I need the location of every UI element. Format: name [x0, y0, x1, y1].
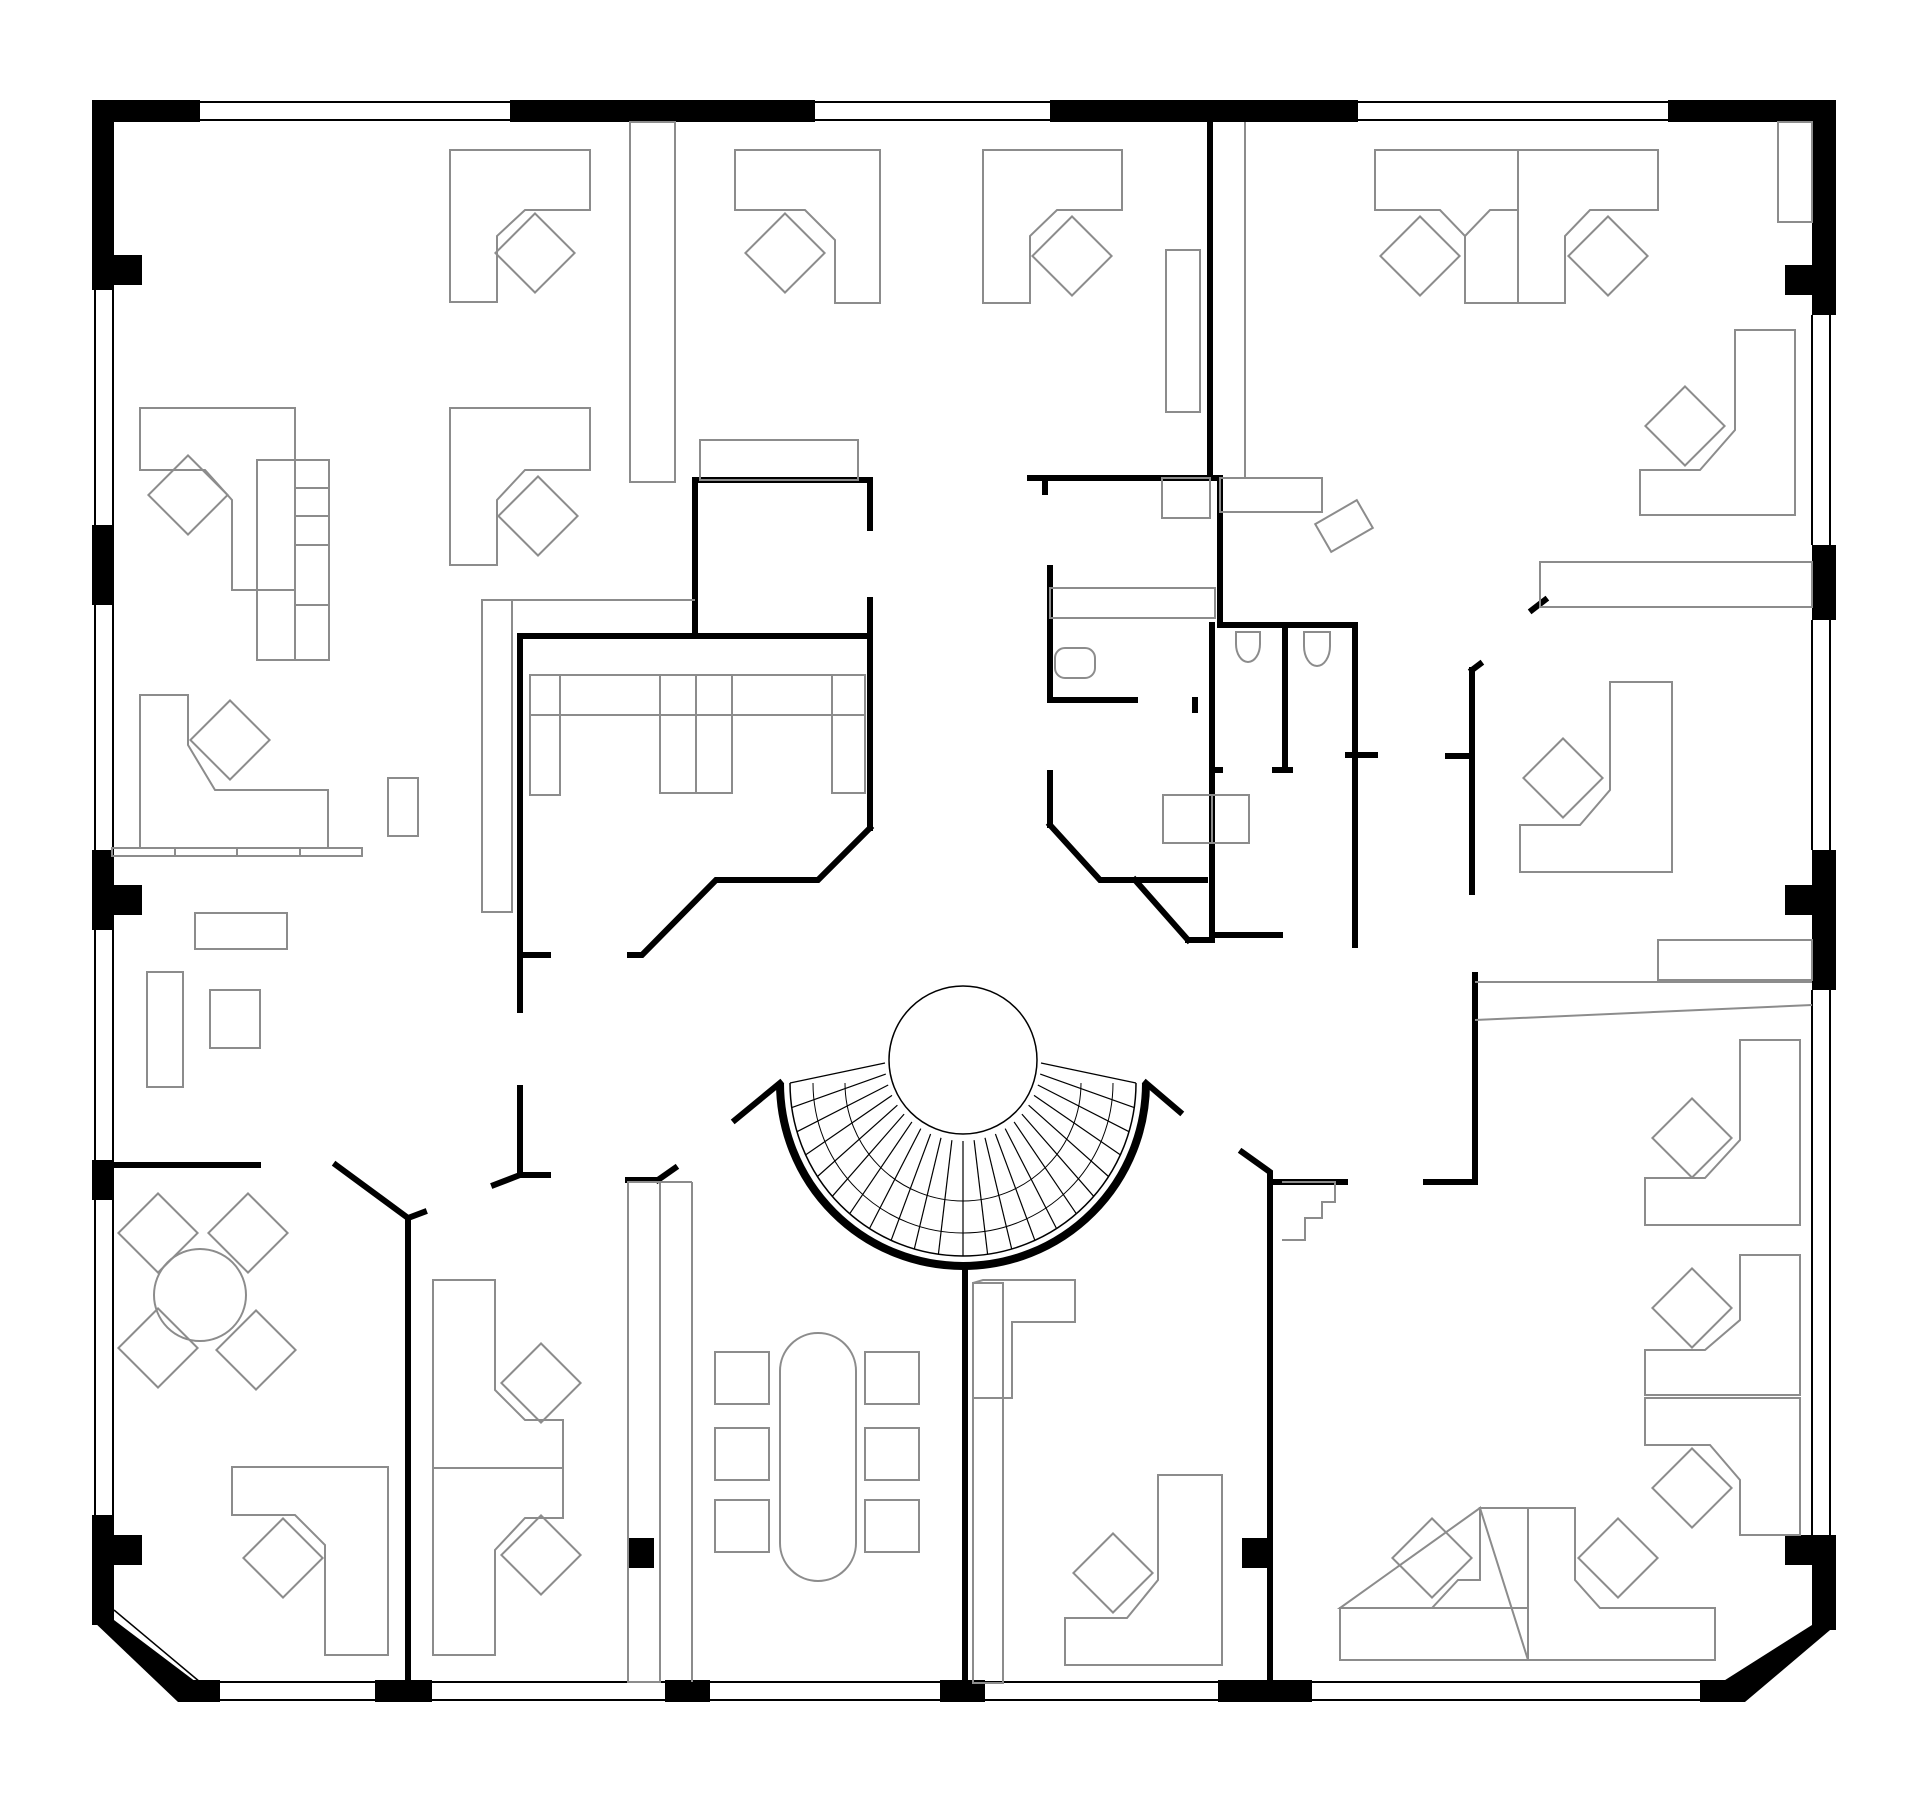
exterior-walls — [92, 100, 1836, 1702]
stair-tread — [1028, 1104, 1109, 1177]
toilets — [1054, 631, 1331, 679]
workstation-l-desk — [449, 149, 591, 303]
stair-tread — [831, 1113, 905, 1197]
workstation-l-desk — [231, 1466, 389, 1656]
workstation-l-desk — [734, 149, 881, 304]
cabinet — [831, 674, 866, 794]
stair-tread — [1021, 1113, 1095, 1197]
structural-piers — [92, 100, 1836, 1702]
conference-table — [714, 1332, 920, 1582]
stair-tread — [890, 1133, 932, 1241]
window-glazing — [94, 101, 1831, 1701]
stair-arc — [844, 1082, 1082, 1202]
workstation-double-desk — [432, 1279, 583, 1656]
furniture — [116, 149, 1801, 1666]
side-table — [209, 989, 261, 1049]
stair-tread — [1039, 1073, 1135, 1109]
corner-chamfers — [92, 1609, 1836, 1702]
stair-arc — [812, 1082, 1114, 1234]
stair-tread — [1040, 1062, 1137, 1084]
round-table — [116, 1191, 298, 1392]
counter — [529, 674, 866, 716]
workstation-l-desk — [139, 407, 330, 661]
workstation-l-desk — [1519, 681, 1673, 873]
workstation-l-desk — [1064, 1474, 1223, 1666]
chair — [1313, 498, 1375, 554]
stair-tread — [937, 1140, 953, 1255]
stair-tread — [1004, 1128, 1058, 1229]
cabinet — [659, 674, 697, 794]
credenza — [194, 912, 288, 950]
stair-tread — [789, 1062, 886, 1084]
stair-tread — [984, 1137, 1013, 1250]
stair-tread — [994, 1133, 1036, 1241]
workstation-l-desk — [982, 149, 1123, 304]
stair-tread — [805, 1094, 893, 1156]
stair-tread — [791, 1073, 887, 1109]
sink-counter — [1162, 794, 1250, 844]
stair-tread — [973, 1140, 989, 1255]
workstation-l-desk — [139, 694, 329, 849]
cabinet — [146, 971, 184, 1088]
workstation-double-desk — [1374, 149, 1659, 304]
stair-tread — [1033, 1094, 1121, 1156]
partitions — [111, 121, 1813, 1684]
stair-tread — [817, 1104, 898, 1177]
cabinet — [529, 674, 561, 796]
stair-tread — [868, 1128, 922, 1229]
workstation-l-desk — [449, 407, 591, 566]
cabinet — [387, 777, 419, 837]
stair-tread — [796, 1084, 889, 1133]
counter — [972, 1279, 1076, 1399]
workstation-l-desk — [1644, 1039, 1801, 1226]
stair-tread — [1037, 1084, 1130, 1133]
interior-walls — [111, 119, 1550, 1683]
counter — [699, 439, 859, 481]
stair-tread — [913, 1137, 942, 1250]
workstation-l-desk — [1644, 1254, 1801, 1396]
workstation-l-desk — [1639, 329, 1796, 516]
workstation-l-desk — [1644, 1397, 1801, 1536]
spiral-staircase — [730, 985, 1185, 1270]
workstation-double-desk — [1336, 1506, 1716, 1661]
cabinet — [695, 674, 733, 794]
